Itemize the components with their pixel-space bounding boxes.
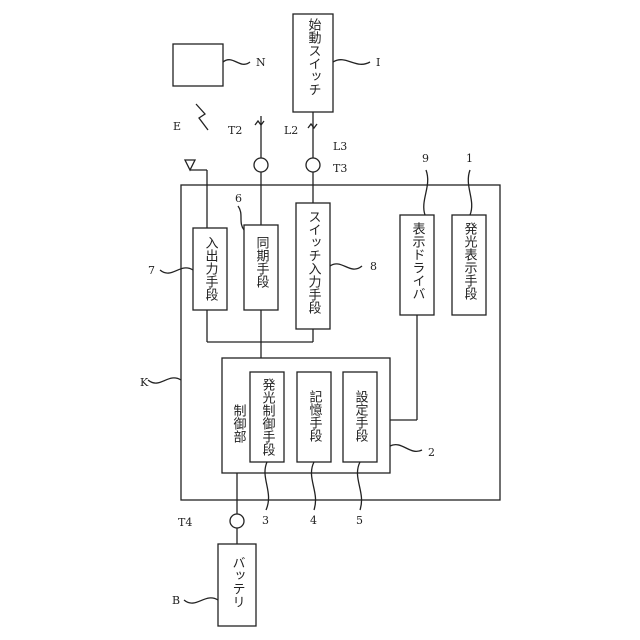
storage-means-label: 記憶手段: [307, 389, 323, 442]
label-2: 2: [428, 446, 435, 459]
break-mark-l2: [255, 121, 264, 125]
label-1: 1: [466, 152, 473, 165]
label-7: 7: [148, 264, 155, 277]
leader-1: [468, 170, 471, 215]
leader-2: [390, 445, 422, 452]
label-4: 4: [310, 514, 317, 527]
leader-4: [311, 462, 315, 510]
label-8: 8: [370, 260, 377, 273]
label-t4: T4: [178, 516, 192, 529]
label-3: 3: [262, 514, 269, 527]
label-k: K: [140, 376, 149, 389]
light-display-means-label: 発光表示手段: [462, 222, 478, 300]
leader-8: [330, 264, 362, 269]
label-n: N: [256, 56, 266, 69]
label-i: I: [376, 56, 380, 69]
leader-k: [148, 378, 181, 383]
leader-6: [238, 206, 244, 230]
leader-b: [184, 598, 218, 603]
leader-5: [357, 462, 361, 510]
light-control-means-label: 発光制御手段: [260, 378, 276, 456]
label-9: 9: [422, 152, 429, 165]
label-l2: L2: [284, 124, 298, 137]
label-b: B: [172, 594, 180, 607]
terminal-t2: [254, 158, 268, 172]
switch-input-means-label: スイッチ入力手段: [306, 210, 322, 314]
external-device-box-n: [173, 44, 223, 86]
label-e: E: [173, 120, 181, 133]
antenna-icon: [185, 160, 195, 170]
leader-i: [333, 60, 370, 65]
start-switch-label: 始動スイッチ: [306, 18, 322, 96]
label-t3: T3: [333, 162, 347, 175]
label-6: 6: [235, 192, 242, 205]
label-l3: L3: [333, 140, 347, 153]
battery-label: バッテリ: [230, 556, 246, 608]
wireless-icon: [196, 104, 208, 130]
io-means-label: 入出力手段: [203, 236, 219, 301]
terminal-t4: [230, 514, 244, 528]
leader-7: [160, 268, 193, 273]
leader-3: [265, 462, 269, 510]
display-driver-label: 表示ドライバ: [410, 222, 426, 300]
leader-9: [424, 170, 428, 215]
label-5: 5: [356, 514, 363, 527]
setting-means-label: 設定手段: [353, 389, 369, 442]
label-t2: T2: [228, 124, 242, 137]
sync-means-label: 同期手段: [254, 236, 270, 288]
terminal-t3: [306, 158, 320, 172]
leader-n: [223, 60, 250, 65]
control-unit-label: 制御部: [231, 404, 247, 443]
